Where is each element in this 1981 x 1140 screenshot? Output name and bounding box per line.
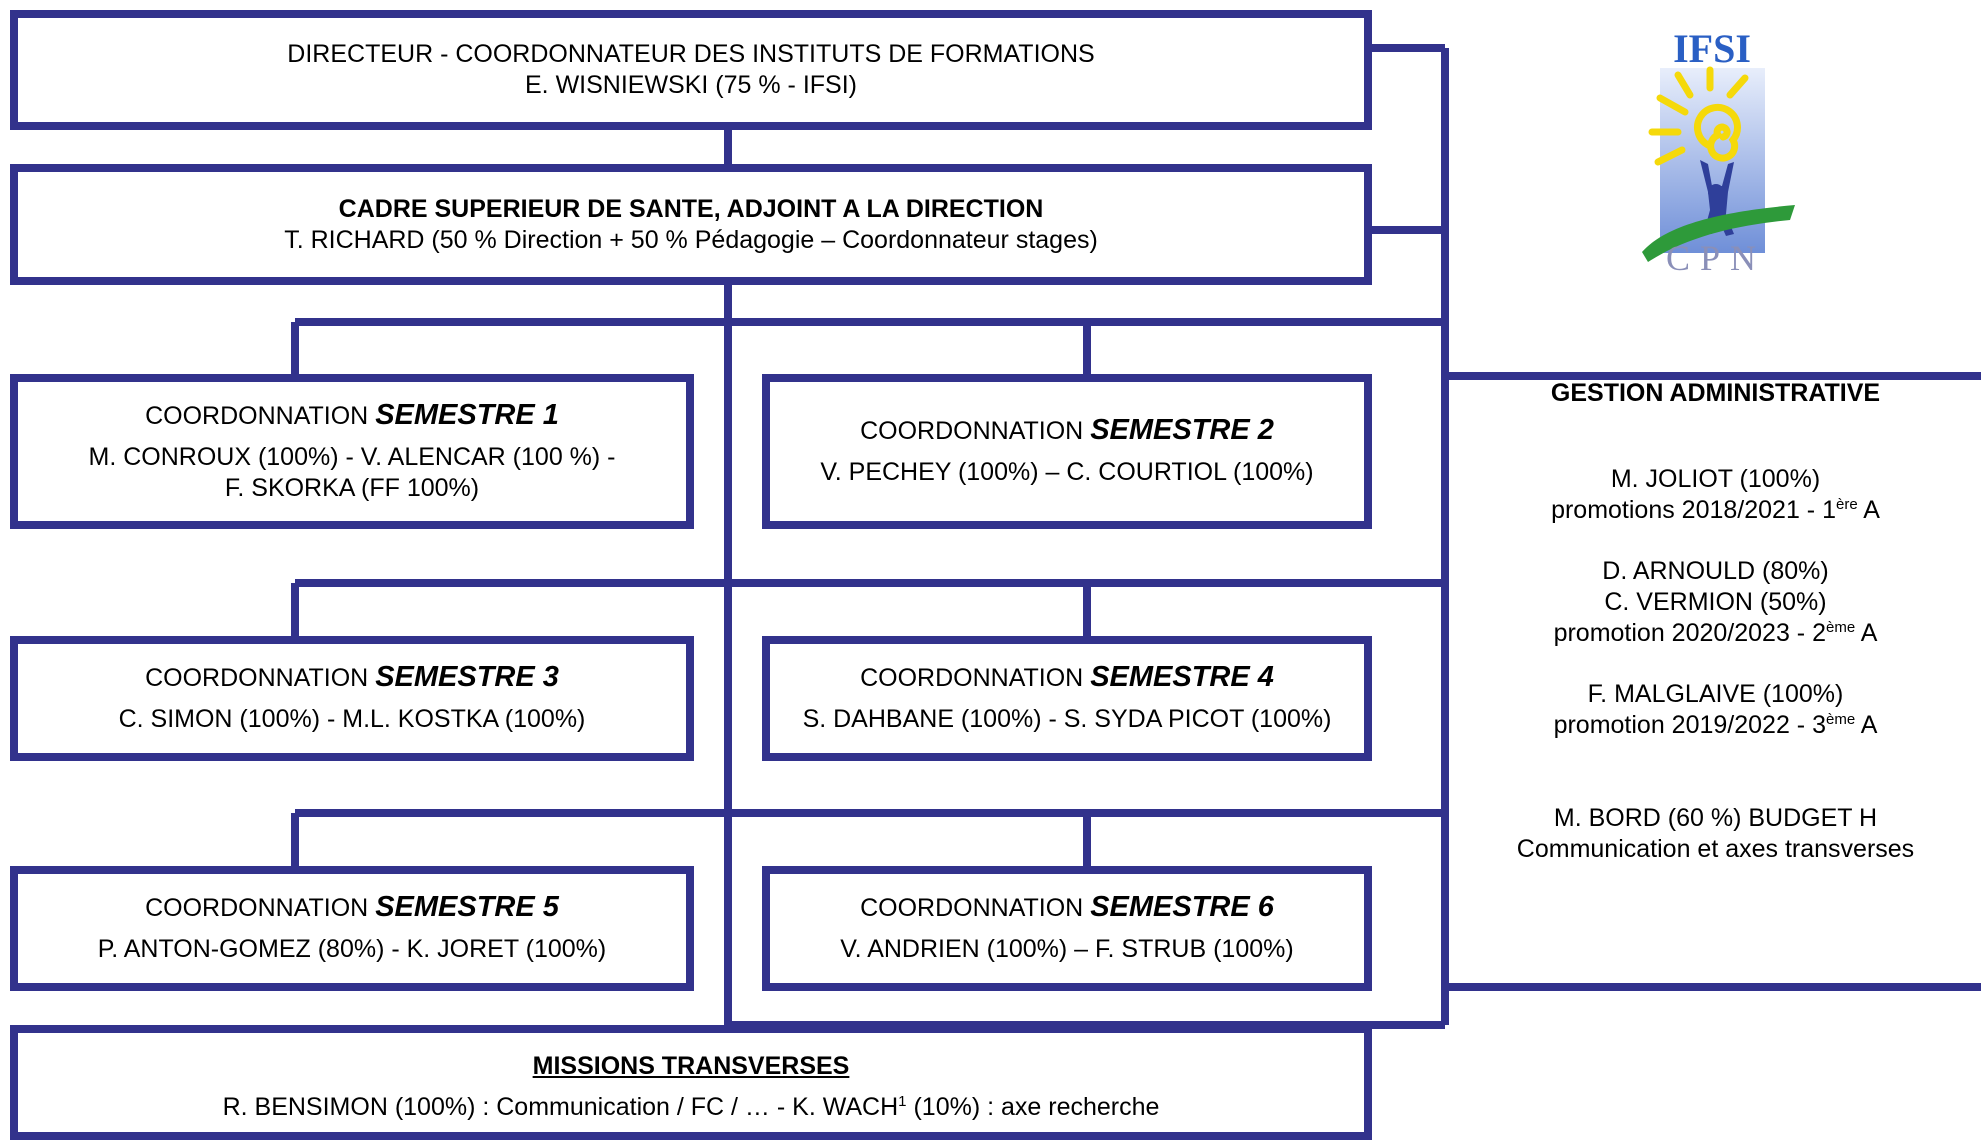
- semester-3-title: COORDONNATION SEMESTRE 3: [145, 662, 559, 694]
- logo-bottom-text: CPN: [1666, 238, 1766, 275]
- admin-g3-sup: ème: [1825, 711, 1856, 728]
- director-name: E. WISNIEWSKI (75 % - IFSI): [525, 71, 857, 99]
- admin-g3-name: F. MALGLAIVE (100%): [1587, 680, 1844, 708]
- semester-2-box: COORDONNATION SEMESTRE 2 V. PECHEY (100%…: [762, 374, 1372, 529]
- admin-g4-line-1: M. BORD (60 %) BUDGET H: [1553, 804, 1878, 832]
- admin-group-4: M. BORD (60 %) BUDGET H Communication et…: [1450, 803, 1981, 865]
- admin-g3-promo: promotion 2019/2022 - 3ème A: [1450, 710, 1981, 741]
- admin-g1-sup: ère: [1835, 496, 1858, 513]
- deputy-name: T. RICHARD (50 % Direction + 50 % Pédago…: [284, 225, 1098, 254]
- missions-title: MISSIONS TRANSVERSES: [532, 1052, 850, 1080]
- admin-g2-promo-text: promotion 2020/2023 - 2: [1553, 619, 1826, 647]
- semester-2-staff: V. PECHEY (100%) – C. COURTIOL (100%): [820, 458, 1314, 486]
- missions-staff-a: R. BENSIMON (100%) : Communication / FC …: [222, 1093, 899, 1121]
- semester-2-name: SEMESTRE 2: [1090, 414, 1274, 446]
- semester-4-name: SEMESTRE 4: [1090, 661, 1274, 693]
- semester-2-title: COORDONNATION SEMESTRE 2: [860, 415, 1274, 447]
- semester-5-title: COORDONNATION SEMESTRE 5: [145, 892, 559, 924]
- admin-g2-name-2: C. VERMION (50%): [1604, 588, 1827, 616]
- deputy-title: CADRE SUPERIEUR DE SANTE, ADJOINT A LA D…: [338, 194, 1044, 223]
- admin-g1-end: A: [1857, 496, 1880, 524]
- semester-3-box: COORDONNATION SEMESTRE 3 C. SIMON (100%)…: [10, 636, 694, 761]
- semester-4-staff: S. DAHBANE (100%) - S. SYDA PICOT (100%): [802, 705, 1332, 733]
- semester-1-staff-2: F. SKORKA (FF 100%): [224, 473, 480, 502]
- semester-1-box: COORDONNATION SEMESTRE 1 M. CONROUX (100…: [10, 374, 694, 529]
- director-title: DIRECTEUR - COORDONNATEUR DES INSTITUTS …: [287, 40, 1095, 68]
- admin-title: GESTION ADMINISTRATIVE: [1550, 379, 1881, 407]
- semester-5-prefix: COORDONNATION: [145, 894, 376, 922]
- ifsi-logo: IFSI CPN: [1642, 26, 1795, 275]
- missions-staff-b: (10%) : axe recherche: [906, 1093, 1160, 1121]
- admin-panel: GESTION ADMINISTRATIVE M. JOLIOT (100%) …: [1450, 378, 1981, 895]
- semester-1-staff: M. CONROUX (100%) - V. ALENCAR (100 %) -: [88, 442, 616, 471]
- admin-g1-name: M. JOLIOT (100%): [1610, 465, 1821, 493]
- semester-6-prefix: COORDONNATION: [860, 894, 1091, 922]
- admin-group-2: D. ARNOULD (80%) C. VERMION (50%) promot…: [1450, 556, 1981, 649]
- semester-3-prefix: COORDONNATION: [145, 664, 376, 692]
- admin-g2-end: A: [1855, 619, 1878, 647]
- admin-group-3: F. MALGLAIVE (100%) promotion 2019/2022 …: [1450, 679, 1981, 741]
- semester-6-staff: V. ANDRIEN (100%) – F. STRUB (100%): [840, 935, 1294, 963]
- semester-4-title: COORDONNATION SEMESTRE 4: [860, 662, 1274, 694]
- admin-g4-line-2: Communication et axes transverses: [1516, 835, 1915, 863]
- missions-footnote-mark: 1: [898, 1093, 907, 1110]
- semester-2-prefix: COORDONNATION: [860, 417, 1091, 445]
- admin-g1-promo: promotions 2018/2021 - 1ère A: [1450, 495, 1981, 526]
- semester-5-name: SEMESTRE 5: [375, 891, 559, 923]
- semester-4-box: COORDONNATION SEMESTRE 4 S. DAHBANE (100…: [762, 636, 1372, 761]
- logo-top-text: IFSI: [1673, 26, 1751, 71]
- director-box: DIRECTEUR - COORDONNATEUR DES INSTITUTS …: [10, 10, 1372, 130]
- missions-box: MISSIONS TRANSVERSES R. BENSIMON (100%) …: [10, 1025, 1372, 1140]
- grass-icon: [1642, 205, 1795, 262]
- sun-icon: [1648, 66, 1749, 166]
- admin-g2-sup: ème: [1825, 619, 1856, 636]
- semester-5-box: COORDONNATION SEMESTRE 5 P. ANTON-GOMEZ …: [10, 866, 694, 991]
- semester-1-title: COORDONNATION SEMESTRE 1: [145, 398, 559, 432]
- semester-4-prefix: COORDONNATION: [860, 664, 1091, 692]
- admin-g2-name-1: D. ARNOULD (80%): [1602, 557, 1829, 585]
- semester-6-box: COORDONNATION SEMESTRE 6 V. ANDRIEN (100…: [762, 866, 1372, 991]
- admin-g2-promo: promotion 2020/2023 - 2ème A: [1450, 618, 1981, 649]
- semester-3-staff: C. SIMON (100%) - M.L. KOSTKA (100%): [118, 705, 586, 733]
- admin-group-1: M. JOLIOT (100%) promotions 2018/2021 - …: [1450, 464, 1981, 526]
- admin-g1-promo-text: promotions 2018/2021 - 1: [1551, 496, 1836, 524]
- semester-3-name: SEMESTRE 3: [375, 661, 559, 693]
- semester-5-staff: P. ANTON-GOMEZ (80%) - K. JORET (100%): [97, 935, 607, 963]
- deputy-box: CADRE SUPERIEUR DE SANTE, ADJOINT A LA D…: [10, 164, 1372, 285]
- missions-staff: R. BENSIMON (100%) : Communication / FC …: [223, 1092, 1160, 1123]
- admin-g3-end: A: [1855, 711, 1878, 739]
- semester-6-title: COORDONNATION SEMESTRE 6: [860, 892, 1274, 924]
- semester-6-name: SEMESTRE 6: [1090, 891, 1274, 923]
- admin-g3-promo-text: promotion 2019/2022 - 3: [1553, 711, 1826, 739]
- semester-1-name: SEMESTRE 1: [375, 398, 559, 431]
- semester-1-prefix: COORDONNATION: [145, 401, 376, 430]
